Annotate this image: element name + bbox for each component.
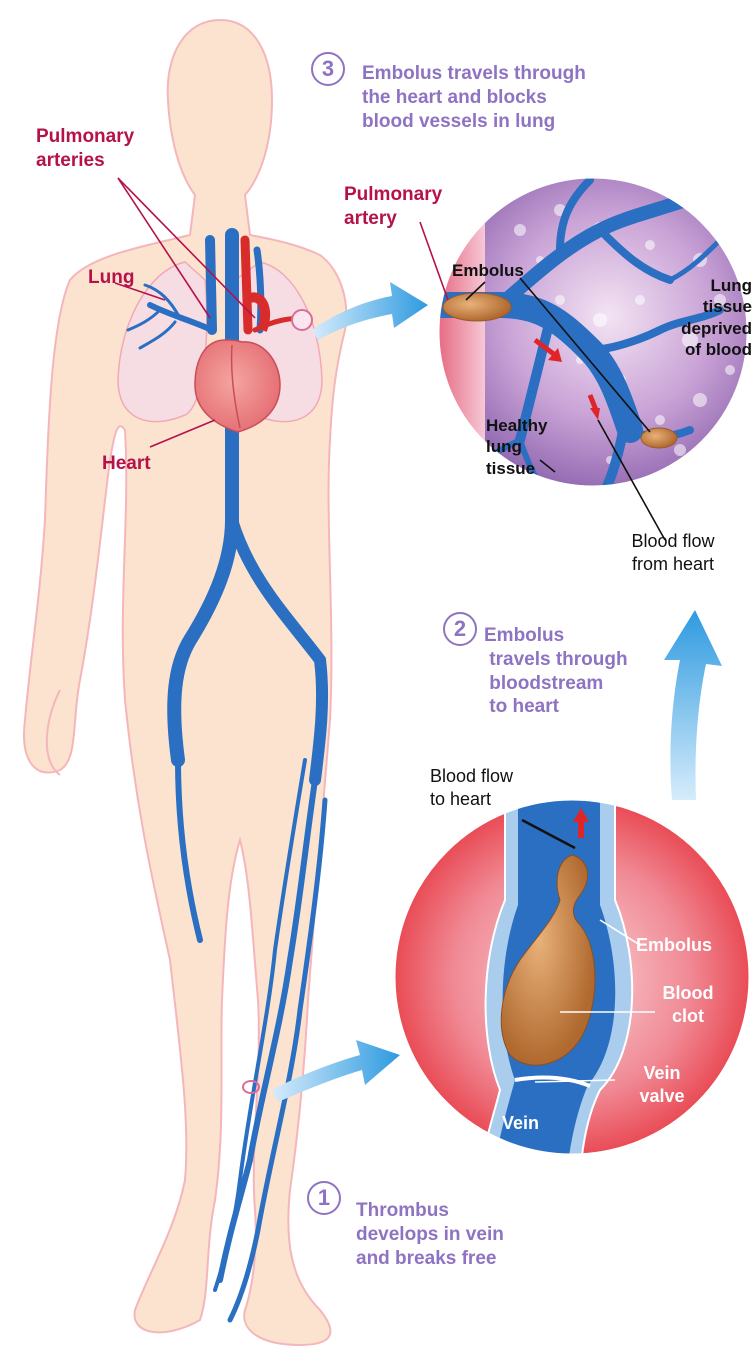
body-silhouette: [24, 20, 346, 1345]
label-blood-clot: Blood clot: [648, 982, 728, 1027]
label-blood-flow-from-heart: Blood flow from heart: [598, 530, 748, 575]
step-1-number: 1: [307, 1181, 341, 1215]
label-lung: Lung: [88, 266, 134, 290]
label-embolus-vein: Embolus: [636, 934, 712, 957]
label-lung-tissue-deprived: Lung tissue deprived of blood: [660, 275, 752, 360]
arrow-upward-step2: [664, 610, 722, 800]
label-vein: Vein: [502, 1112, 539, 1135]
label-embolus-lung: Embolus: [452, 260, 524, 281]
label-pulmonary-arteries: Pulmonary arteries: [36, 125, 134, 173]
label-healthy-lung-tissue: Healthy lung tissue: [486, 415, 547, 479]
step-3-number: 3: [311, 52, 345, 86]
step-2-caption: Embolus travels through bloodstream to h…: [484, 624, 628, 719]
label-heart: Heart: [102, 452, 151, 476]
label-pulmonary-artery: Pulmonary artery: [344, 183, 442, 231]
step-1-caption: Thrombus develops in vein and breaks fre…: [356, 1199, 504, 1270]
label-blood-flow-to-heart: Blood flow to heart: [430, 765, 513, 810]
step-2-number: 2: [443, 612, 477, 646]
step-3-caption: Embolus travels through the heart and bl…: [362, 62, 586, 133]
lung-target-marker: [292, 310, 312, 330]
label-vein-valve: Vein valve: [622, 1062, 702, 1107]
